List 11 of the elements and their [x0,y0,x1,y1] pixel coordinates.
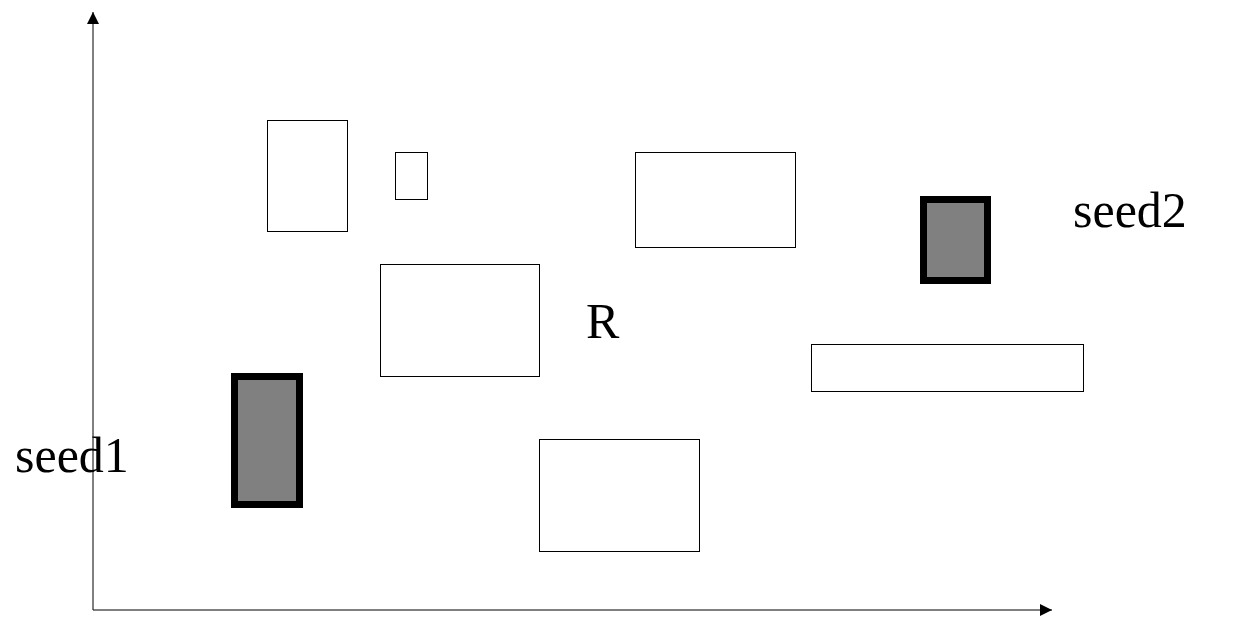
rectangle [635,152,796,248]
rectangle [811,344,1084,392]
region-label: R [586,296,620,346]
rectangle [395,152,428,200]
rectangle [539,439,700,552]
rectangle [380,264,540,377]
seed-rectangle [231,373,303,508]
seed-label: seed2 [1073,185,1187,235]
rectangle [267,120,348,232]
seed-label: seed1 [15,430,129,480]
seed-rectangle [920,196,991,284]
